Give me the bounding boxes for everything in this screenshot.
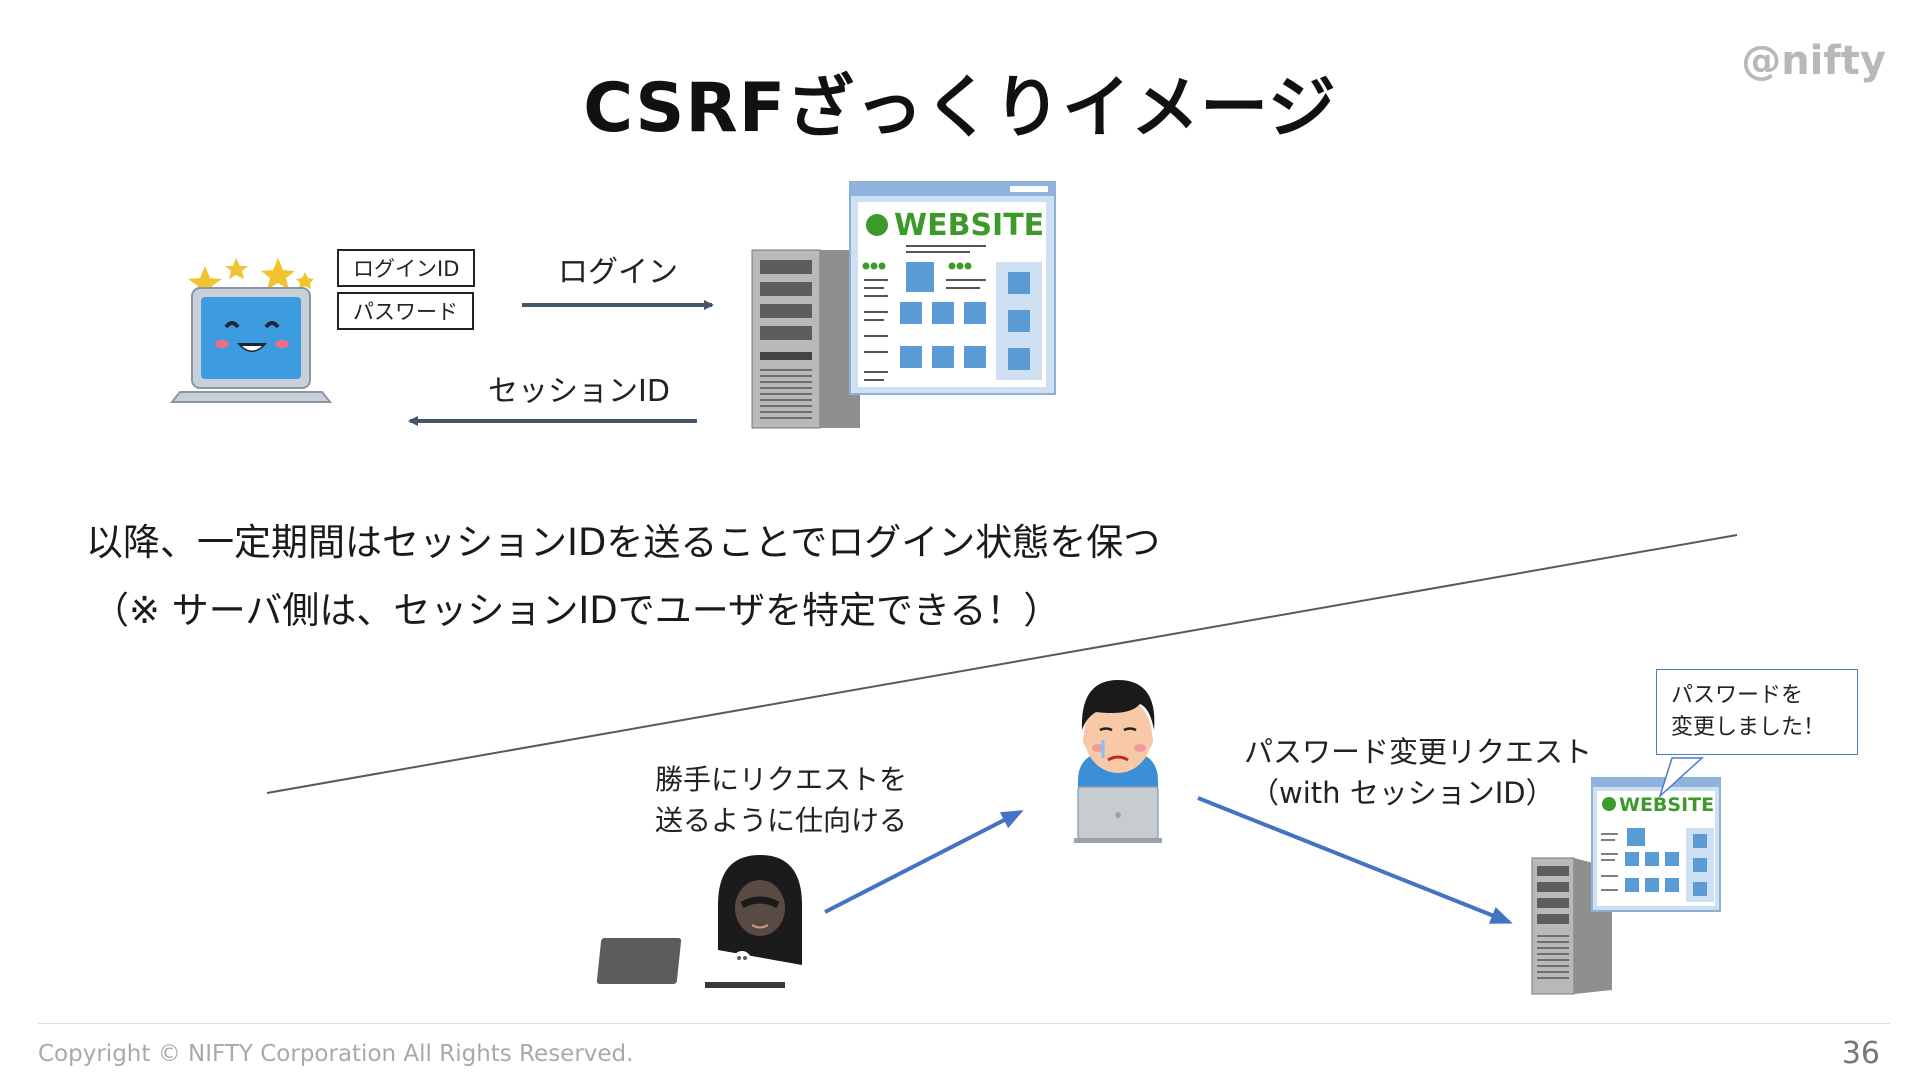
request-arrow <box>1197 796 1513 924</box>
login-id-box: ログインID <box>337 249 476 287</box>
website-small-icon: WEBSITE <box>1591 777 1721 912</box>
copyright: Copyright © NIFTY Corporation All Rights… <box>38 1041 634 1067</box>
bubble-line-1: パスワードを <box>1671 683 1804 708</box>
password-box: パスワード <box>337 292 474 330</box>
slide-title: CSRFざっくりイメージ <box>583 69 1337 148</box>
website-icon: WEBSITE <box>849 181 1056 395</box>
login-label: ログイン <box>558 255 678 290</box>
request-label-1: パスワード変更リクエスト <box>1244 735 1593 769</box>
nifty-logo: @nifty <box>1741 38 1886 84</box>
website-title: WEBSITE <box>894 208 1044 243</box>
attack-arrow <box>824 810 1024 914</box>
divider-line <box>266 534 1738 794</box>
bubble-line-2: 変更しました！ <box>1671 715 1826 740</box>
session-id-label: セッションID <box>488 374 670 409</box>
attacker-label-1: 勝手にリクエストを <box>655 763 908 796</box>
request-label-2: （with セッションID） <box>1250 776 1555 810</box>
user-laptop-icon <box>1074 680 1162 843</box>
happy-laptop-icon <box>169 258 333 403</box>
server-icon <box>751 249 860 429</box>
footer-divider <box>38 1023 1890 1024</box>
bubble-tail <box>1658 757 1704 799</box>
attacker-label-2: 送るように仕向ける <box>655 804 908 837</box>
page-number: 36 <box>1841 1036 1880 1071</box>
hacker-icon <box>596 855 802 988</box>
note-line-1: 以降、一定期間はセッションIDを送ることでログイン状態を保つ <box>86 521 1161 564</box>
note-line-2: （※ サーバ側は、セッションIDでユーザを特定できる！） <box>92 589 1061 632</box>
response-bubble: パスワードを 変更しました！ <box>1656 669 1858 755</box>
website-small-title: WEBSITE <box>1619 794 1714 816</box>
